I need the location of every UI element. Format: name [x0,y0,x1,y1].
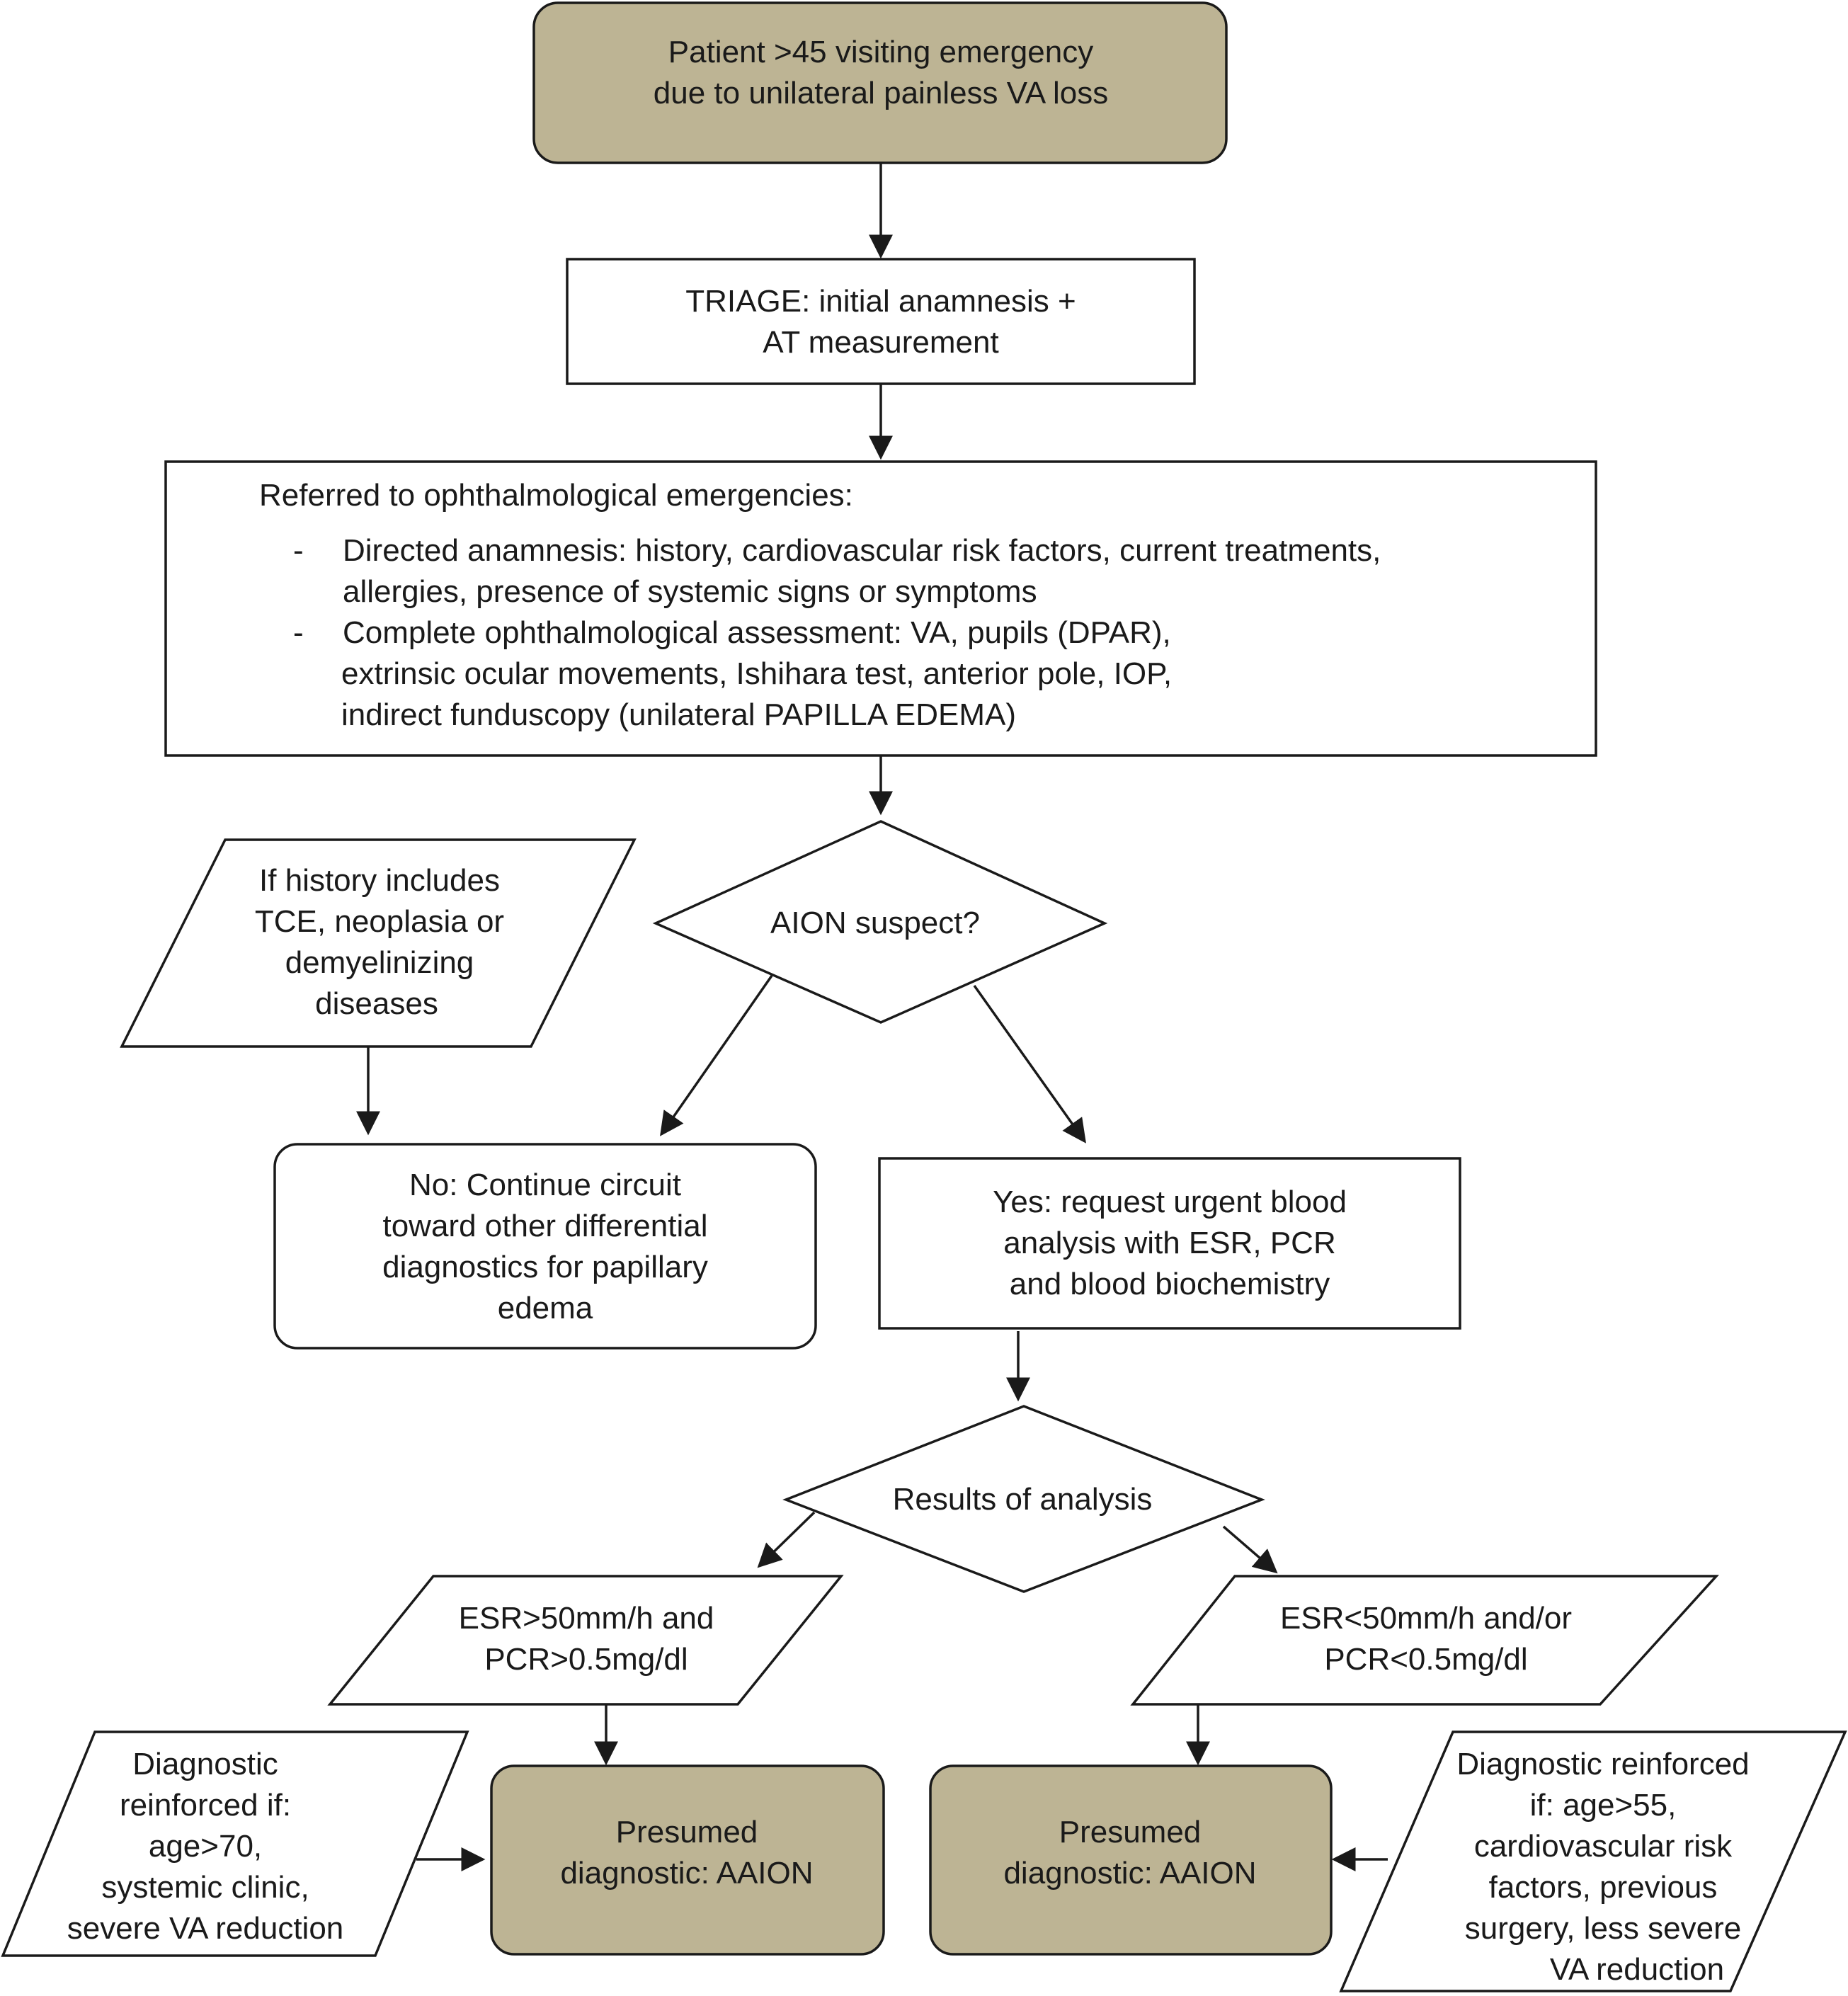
low-esr-line-2: PCR<0.5mg/dl [1324,1642,1527,1677]
no-branch-line-3: diagnostics for papillary [382,1250,708,1284]
decision-aion: AION suspect? [652,820,1108,1024]
reinforce-left-line-3: age>70, [149,1829,262,1864]
referral-bullet-1-line-1: Directed anamnesis: history, cardiovascu… [343,533,1381,568]
outcome-left-line-1: Presumed [616,1815,758,1849]
reinforce-left-node: Diagnostic reinforced if: age>70, system… [1,1730,469,1957]
decision-aion-label: AION suspect? [770,906,980,940]
reinforce-right-line-2: if: age>55, [1530,1788,1677,1823]
reinforce-left-line-5: severe VA reduction [67,1911,344,1946]
outcome-left-node: Presumed diagnostic: AAION [490,1764,885,1956]
reinforce-right-line-5: surgery, less severe [1465,1911,1741,1946]
history-note-line-1: If history includes [259,863,500,898]
outcome-right-line-1: Presumed [1059,1815,1202,1849]
reinforce-right-line-1: Diagnostic reinforced [1456,1747,1749,1781]
history-note-line-3: demyelinizing [285,945,474,980]
high-esr-line-1: ESR>50mm/h and [459,1601,714,1636]
connectors [356,163,1388,1871]
referral-node: Referred to ophthalmological emergencies… [164,460,1597,757]
arrow-decision-to-yes [973,984,1086,1144]
triage-node-line-1: TRIAGE: initial anamnesis + [685,284,1076,319]
low-esr-line-1: ESR<50mm/h and/or [1280,1601,1572,1636]
arrow-results-to-low-esr [1222,1525,1278,1574]
start-node-line-2: due to unilateral painless VA loss [654,76,1108,110]
referral-bullet-1-line-2: allergies, presence of systemic signs or… [343,574,1037,609]
referral-bullet-2-marker: - [293,615,304,650]
reinforce-left-line-4: systemic clinic, [101,1870,309,1905]
reinforce-right-line-6: VA reduction [1550,1952,1724,1987]
referral-bullet-2-line-2: extrinsic ocular movements, Ishihara tes… [341,656,1172,691]
decision-results-label: Results of analysis [893,1482,1153,1517]
low-esr-node: ESR<50mm/h and/or PCR<0.5mg/dl [1130,1575,1719,1706]
start-node: Patient >45 visiting emergency due to un… [532,1,1228,164]
referral-bullet-1-marker: - [293,533,304,568]
outcome-left-line-2: diagnostic: AAION [560,1856,813,1891]
decision-results: Results of analysis [782,1405,1265,1593]
triage-node-line-2: AT measurement [763,325,998,360]
referral-title: Referred to ophthalmological emergencies… [259,478,853,513]
history-note: If history includes TCE, neoplasia or de… [120,838,637,1048]
outcome-right-node: Presumed diagnostic: AAION [929,1764,1333,1956]
start-node-line-1: Patient >45 visiting emergency [668,35,1093,69]
reinforce-left-line-2: reinforced if: [120,1788,291,1823]
yes-branch-line-2: analysis with ESR, PCR [1003,1226,1335,1260]
arrow-decision-to-no [660,974,773,1136]
reinforce-right-node: Diagnostic reinforced if: age>55, cardio… [1339,1730,1847,1992]
reinforce-right-line-3: cardiovascular risk [1474,1829,1733,1864]
history-note-line-4: diseases [315,986,438,1021]
outcome-right-line-2: diagnostic: AAION [1003,1856,1256,1891]
yes-branch-node: Yes: request urgent blood analysis with … [878,1157,1461,1330]
reinforce-right-line-4: factors, previous [1489,1870,1718,1905]
no-branch-line-1: No: Continue circuit [409,1168,681,1202]
referral-bullet-2-line-1: Complete ophthalmological assessment: VA… [343,615,1171,650]
high-esr-line-2: PCR>0.5mg/dl [484,1642,688,1677]
yes-branch-line-3: and blood biochemistry [1010,1267,1330,1301]
high-esr-node: ESR>50mm/h and PCR>0.5mg/dl [327,1575,844,1706]
triage-node: TRIAGE: initial anamnesis + AT measureme… [566,258,1196,385]
history-note-line-2: TCE, neoplasia or [255,904,504,939]
no-branch-line-2: toward other differential [382,1209,707,1243]
referral-bullet-2-line-3: indirect funduscopy (unilateral PAPILLA … [341,697,1016,732]
reinforce-left-line-1: Diagnostic [132,1747,278,1781]
no-branch-line-4: edema [498,1291,593,1325]
arrow-results-to-high-esr [757,1511,816,1568]
no-branch-node: No: Continue circuit toward other differ… [273,1143,817,1350]
yes-branch-line-1: Yes: request urgent blood [993,1185,1347,1219]
